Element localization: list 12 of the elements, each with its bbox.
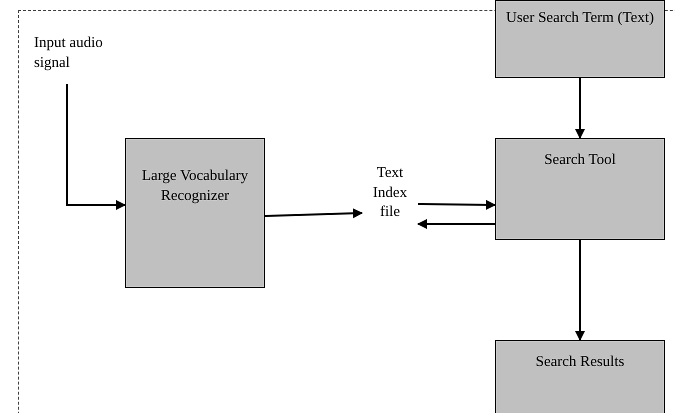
arrow <box>417 219 495 229</box>
text-label: Input audio signal <box>34 34 124 84</box>
process-box: Search Results <box>495 340 665 413</box>
arrow <box>575 78 585 139</box>
process-box: Search Tool <box>495 138 665 240</box>
arrow <box>575 240 585 341</box>
arrow <box>264 208 363 218</box>
text-label: Text Index file <box>362 164 418 224</box>
arrow <box>418 200 496 210</box>
arrow <box>66 84 126 210</box>
process-box: User Search Term (Text) <box>495 0 665 78</box>
process-box: Large Vocabulary Recognizer <box>125 138 265 288</box>
